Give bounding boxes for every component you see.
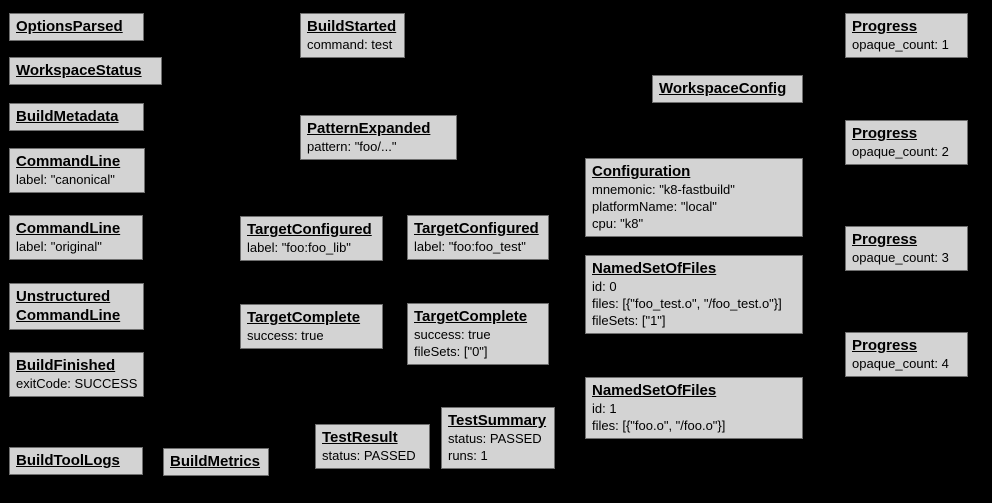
node-body: mnemonic: "k8-fastbuild" platformName: "… xyxy=(592,182,735,231)
node-build-metrics: BuildMetrics xyxy=(163,448,269,476)
node-title: BuildMetadata xyxy=(16,108,119,125)
node-title: PatternExpanded xyxy=(307,120,431,137)
node-title: OptionsParsed xyxy=(16,18,123,35)
node-body: opaque_count: 1 xyxy=(852,37,949,52)
node-body: opaque_count: 2 xyxy=(852,144,949,159)
node-body: id: 1 files: [{"foo.o", "/foo.o"}] xyxy=(592,401,726,433)
node-test-result: TestResult status: PASSED xyxy=(315,424,430,469)
node-target-complete-foo-lib: TargetComplete success: true xyxy=(240,304,383,349)
node-title: Progress xyxy=(852,18,918,35)
node-body: exitCode: SUCCESS xyxy=(16,376,138,391)
node-title: CommandLine xyxy=(16,220,121,237)
node-configuration: Configuration mnemonic: "k8-fastbuild" p… xyxy=(585,158,803,237)
node-title: BuildMetrics xyxy=(170,453,261,470)
node-progress-4: Progress opaque_count: 4 xyxy=(845,332,968,377)
node-build-started: BuildStarted command: test xyxy=(300,13,405,58)
node-body: label: "foo:foo_test" xyxy=(414,239,526,254)
node-workspace-status: WorkspaceStatus xyxy=(9,57,162,85)
node-title: BuildToolLogs xyxy=(16,452,120,469)
node-target-configured-foo-lib: TargetConfigured label: "foo:foo_lib" xyxy=(240,216,383,261)
node-body: success: true xyxy=(247,328,324,343)
node-title: WorkspaceStatus xyxy=(16,62,142,79)
node-title: Progress xyxy=(852,231,918,248)
node-body: label: "original" xyxy=(16,239,102,254)
node-unstructured-command-line: Unstructured CommandLine xyxy=(9,283,144,330)
node-body: status: PASSED runs: 1 xyxy=(448,431,542,463)
node-title: Progress xyxy=(852,337,918,354)
node-title: BuildFinished xyxy=(16,357,116,374)
node-title: Unstructured CommandLine xyxy=(16,288,121,324)
node-body: label: "foo:foo_lib" xyxy=(247,240,351,255)
node-title: TargetConfigured xyxy=(247,221,372,238)
node-build-tool-logs: BuildToolLogs xyxy=(9,447,143,475)
node-title: TargetConfigured xyxy=(414,220,539,237)
node-body: status: PASSED xyxy=(322,448,416,463)
node-named-set-of-files-0: NamedSetOfFiles id: 0 files: [{"foo_test… xyxy=(585,255,803,334)
node-command-line-original: CommandLine label: "original" xyxy=(9,215,143,260)
node-named-set-of-files-1: NamedSetOfFiles id: 1 files: [{"foo.o", … xyxy=(585,377,803,439)
node-test-summary: TestSummary status: PASSED runs: 1 xyxy=(441,407,555,469)
node-options-parsed: OptionsParsed xyxy=(9,13,144,41)
node-progress-2: Progress opaque_count: 2 xyxy=(845,120,968,165)
node-title: TestResult xyxy=(322,429,398,446)
node-body: pattern: "foo/..." xyxy=(307,139,397,154)
node-title: WorkspaceConfig xyxy=(659,80,787,97)
node-title: Configuration xyxy=(592,163,691,180)
node-title: NamedSetOfFiles xyxy=(592,260,717,277)
node-title: Progress xyxy=(852,125,918,142)
node-title: TargetComplete xyxy=(414,308,528,325)
node-build-finished: BuildFinished exitCode: SUCCESS xyxy=(9,352,144,397)
node-progress-3: Progress opaque_count: 3 xyxy=(845,226,968,271)
node-command-line-canonical: CommandLine label: "canonical" xyxy=(9,148,145,193)
node-body: command: test xyxy=(307,37,393,52)
node-title: TargetComplete xyxy=(247,309,361,326)
node-build-metadata: BuildMetadata xyxy=(9,103,144,131)
node-pattern-expanded: PatternExpanded pattern: "foo/..." xyxy=(300,115,457,160)
node-body: opaque_count: 4 xyxy=(852,356,949,371)
node-title: NamedSetOfFiles xyxy=(592,382,717,399)
node-workspace-config: WorkspaceConfig xyxy=(652,75,803,103)
node-title: BuildStarted xyxy=(307,18,397,35)
node-body: opaque_count: 3 xyxy=(852,250,949,265)
node-title: CommandLine xyxy=(16,153,121,170)
node-body: success: true fileSets: ["0"] xyxy=(414,327,491,359)
node-target-configured-foo-test: TargetConfigured label: "foo:foo_test" xyxy=(407,215,549,260)
node-title: TestSummary xyxy=(448,412,547,429)
node-body: label: "canonical" xyxy=(16,172,115,187)
node-body: id: 0 files: [{"foo_test.o", "/foo_test.… xyxy=(592,279,782,328)
node-progress-1: Progress opaque_count: 1 xyxy=(845,13,968,58)
node-target-complete-foo-test: TargetComplete success: true fileSets: [… xyxy=(407,303,549,365)
